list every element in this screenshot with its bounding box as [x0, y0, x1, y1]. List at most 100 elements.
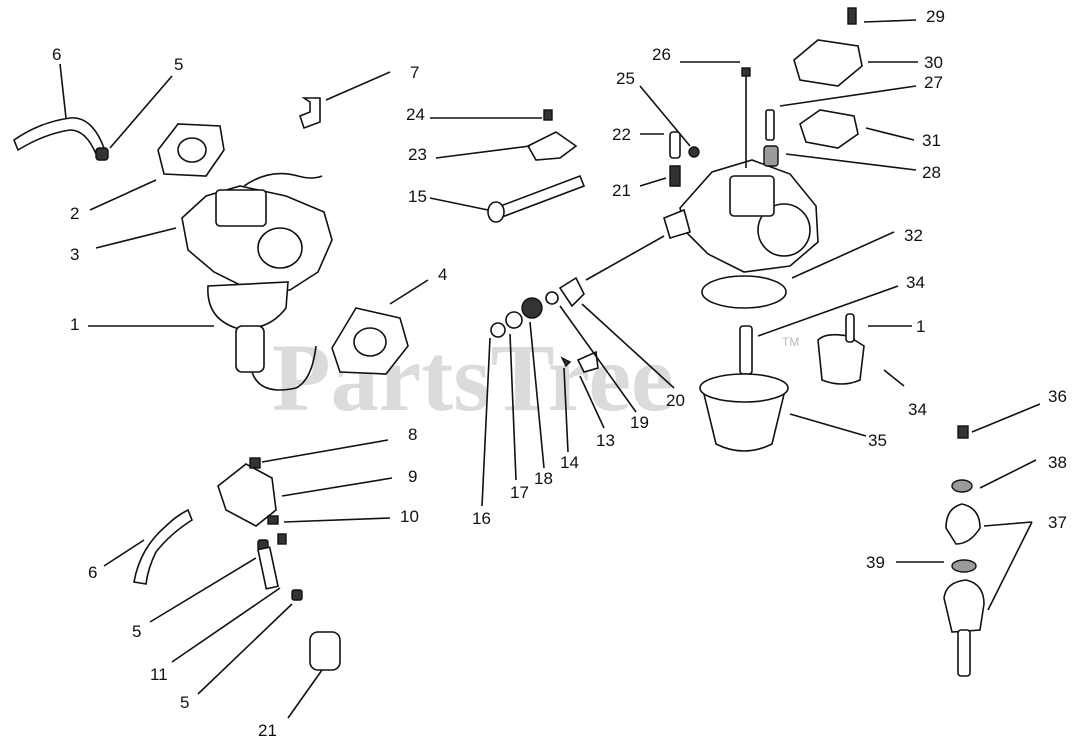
leader-29 [863, 19, 917, 23]
screw-part-29 [847, 7, 857, 25]
callout-36: 36 [1048, 387, 1067, 406]
leader-5a [109, 75, 173, 149]
callout-17: 17 [510, 483, 529, 502]
callout-6-top: 6 [52, 45, 61, 64]
carburetor-bore-left [257, 227, 303, 269]
callout-10: 10 [400, 507, 419, 526]
callout-1-left: 1 [70, 315, 79, 334]
leader-9 [281, 477, 393, 497]
leader-11 [171, 587, 281, 663]
screw-part-27 [765, 109, 775, 141]
callout-9: 9 [408, 467, 417, 486]
fuel-filter-part-bottom [309, 631, 341, 671]
leader-13 [579, 375, 605, 429]
leader-25 [639, 85, 691, 147]
solenoid-wire-left [251, 345, 317, 391]
leader-20b [585, 235, 665, 281]
screw-part-36 [957, 425, 969, 439]
callout-7: 7 [410, 63, 419, 82]
callout-8: 8 [408, 425, 417, 444]
pin-part-14 [560, 356, 572, 368]
callout-21-top: 21 [612, 181, 631, 200]
callout-25: 25 [616, 69, 635, 88]
leader-3 [95, 227, 177, 249]
washer-part-39 [951, 559, 977, 573]
callout-14: 14 [560, 453, 579, 472]
callout-29: 29 [926, 7, 945, 26]
leader-10 [283, 517, 391, 523]
watermark-trademark: TM [782, 335, 799, 349]
fuel-hose-part-top [13, 117, 105, 156]
callout-34-bottom: 34 [908, 400, 927, 419]
callout-4: 4 [438, 265, 447, 284]
watermark-text: PartsTree [272, 324, 674, 431]
float-pin-part-1 [845, 313, 855, 343]
leader-37a [983, 521, 1033, 527]
cover-part-30 [793, 39, 863, 87]
callout-37: 37 [1048, 513, 1067, 532]
callout-18: 18 [534, 469, 553, 488]
leader-6b [103, 539, 145, 567]
callout-13: 13 [596, 431, 615, 450]
fuel-line-part-11 [257, 546, 279, 590]
leader-18 [529, 321, 545, 469]
callout-1-right: 1 [916, 317, 925, 336]
solenoid-body-part-37 [943, 579, 985, 633]
bracket-part-7 [299, 97, 321, 130]
callout-5-middle: 5 [132, 622, 141, 641]
fuel-pump-part [217, 463, 277, 527]
carburetor-cover-left [215, 189, 267, 227]
callout-26: 26 [652, 45, 671, 64]
gasket-hole-4 [353, 327, 387, 357]
fuel-bowl-part-left [207, 281, 289, 330]
plug-part-25 [688, 146, 700, 158]
callout-6-bottom: 6 [88, 563, 97, 582]
float-part-1 [817, 333, 865, 385]
fuel-pump-fitting-8 [249, 457, 261, 469]
leader-6a [59, 63, 67, 119]
carburetor-bore-right [757, 203, 811, 257]
callout-28: 28 [922, 163, 941, 182]
leader-5b [149, 557, 257, 623]
fuel-hose-part-bottom [133, 508, 193, 585]
leader-21a [639, 177, 667, 187]
solenoid-stem-part-37 [957, 629, 971, 677]
leader-31 [865, 127, 915, 141]
washer-part-38 [951, 479, 973, 493]
leader-28 [785, 153, 917, 171]
callout-22: 22 [612, 125, 631, 144]
callout-27: 27 [924, 73, 943, 92]
solenoid-top-part-37 [945, 503, 981, 545]
callout-35: 35 [868, 431, 887, 450]
callout-3: 3 [70, 245, 79, 264]
oring-part-19 [545, 291, 559, 305]
diaphragm-part-31 [799, 109, 859, 149]
callout-39: 39 [866, 553, 885, 572]
pin-part-34-bottom [883, 369, 905, 387]
seal-part-16 [490, 322, 506, 338]
callout-31: 31 [922, 131, 941, 150]
leader-19 [559, 305, 637, 413]
fuel-pump-fitting-10b [277, 533, 287, 545]
callout-38: 38 [1048, 453, 1067, 472]
pin-part-34-top [739, 325, 753, 375]
spring-part-28 [763, 145, 779, 167]
leader-16 [481, 337, 491, 507]
callout-2: 2 [70, 204, 79, 223]
leader-34a [757, 285, 899, 337]
washer-part-17 [505, 311, 523, 329]
callout-30: 30 [924, 53, 943, 72]
carburetor-body-right [729, 175, 775, 217]
clamp-part-bottom [291, 589, 303, 601]
fuel-pump-fitting-10 [267, 515, 279, 525]
throttle-screw-part [543, 109, 553, 121]
leader-37b [987, 521, 1033, 611]
gasket-hole-2 [177, 137, 207, 163]
leader-8 [261, 439, 389, 463]
leader-35 [789, 413, 867, 437]
leader-27 [779, 85, 917, 107]
throttle-plate-part [526, 131, 578, 161]
spring-part-21 [669, 165, 681, 187]
screw-part-22 [669, 131, 681, 159]
callout-34-top: 34 [906, 273, 925, 292]
